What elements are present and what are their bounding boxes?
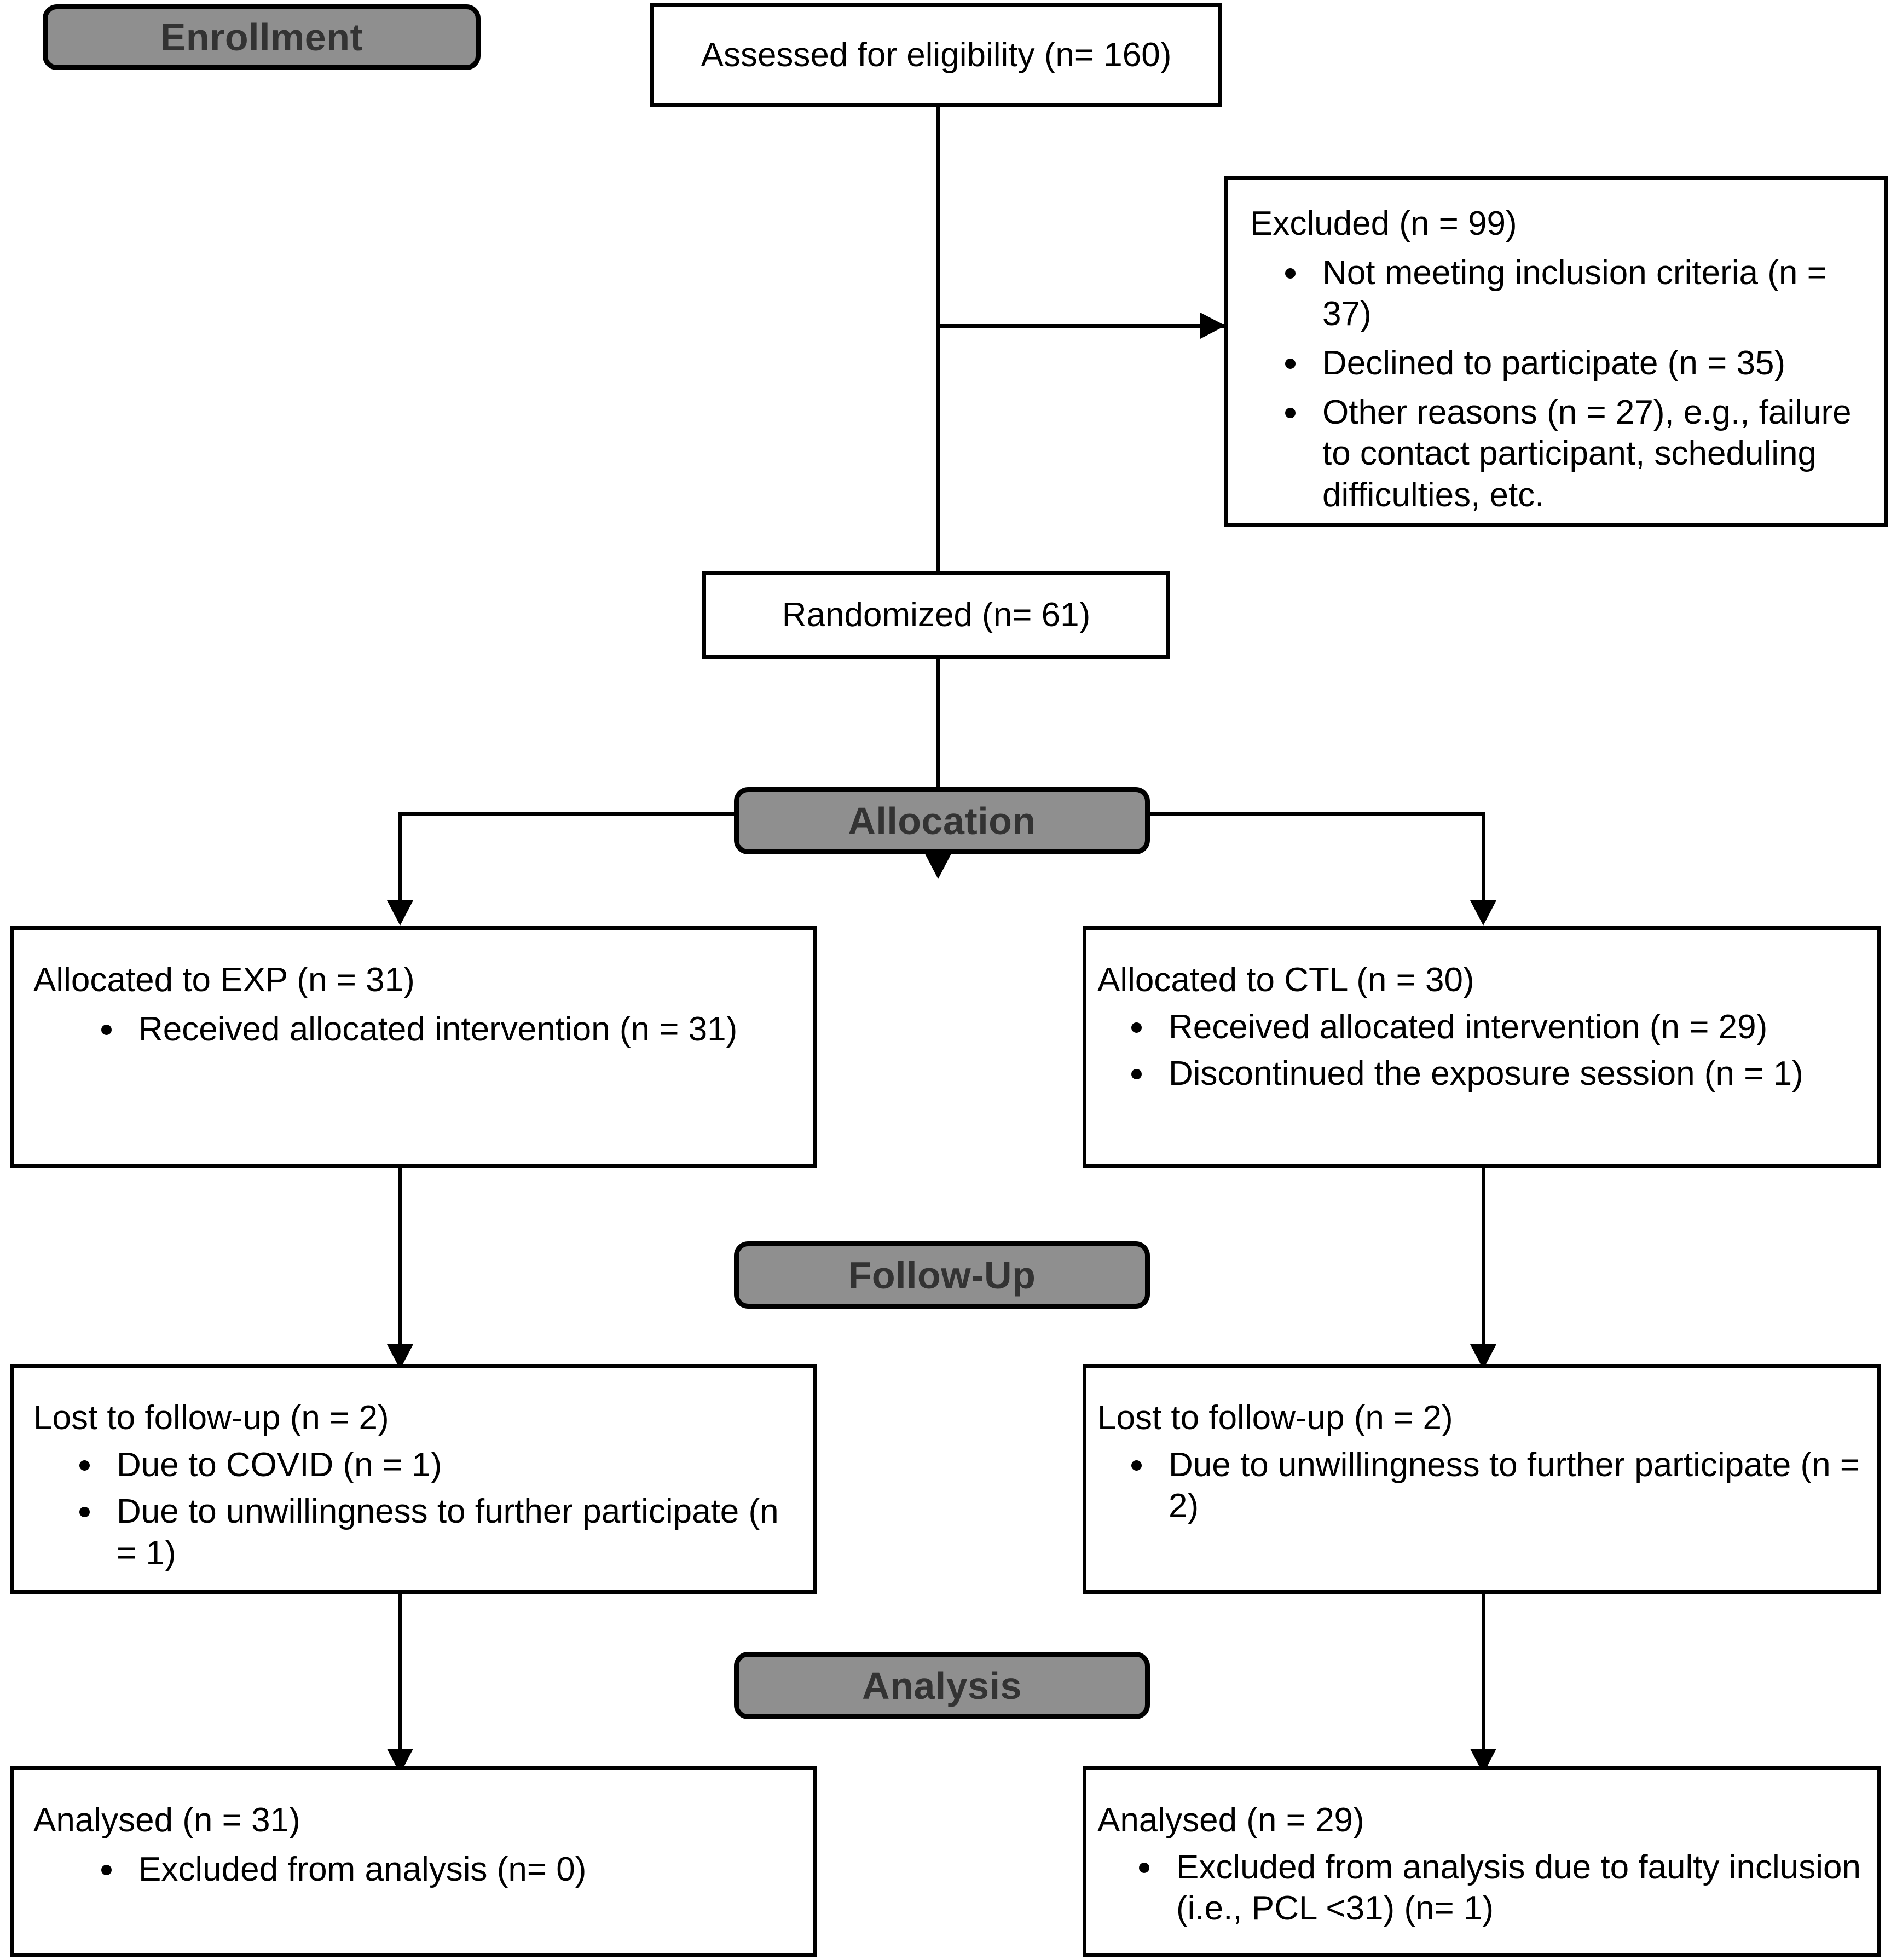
analysed-exp-list: Excluded from analysis (n= 0) (33, 1849, 793, 1890)
list-item: Due to unwillingness to further particip… (76, 1491, 793, 1574)
connector-ctl-to-analysis (1482, 1594, 1485, 1769)
box-lost-followup-ctl: Lost to follow-up (n = 2) Due to unwilli… (1083, 1364, 1881, 1594)
arrowhead-to-allocated-right (1470, 900, 1496, 926)
analysed-ctl-header: Analysed (n = 29) (1097, 1801, 1364, 1839)
excluded-header: Excluded (n = 99) (1250, 205, 1517, 242)
list-item: Received allocated intervention (n = 29) (1128, 1007, 1866, 1048)
list-item: Due to unwillingness to further particip… (1128, 1444, 1866, 1527)
arrowhead-to-allocated-left (387, 900, 413, 926)
phase-banner-enrollment: Enrollment (43, 4, 481, 70)
assessed-label: Assessed for eligibility (n= 160) (701, 36, 1172, 74)
arrowhead-to-allocation (925, 854, 951, 879)
connector-allocation-drop-right (1482, 812, 1485, 916)
list-item: Discontinued the exposure session (n = 1… (1128, 1053, 1866, 1095)
connector-trunk-to-excluded (936, 324, 1227, 328)
phase-banner-follow-up: Follow-Up (734, 1241, 1150, 1309)
lost-followup-exp-list: Due to COVID (n = 1) Due to unwillingnes… (33, 1444, 793, 1574)
phase-banner-analysis: Analysis (734, 1652, 1150, 1719)
connector-ctl-to-followup (1482, 1168, 1485, 1365)
randomized-label: Randomized (n= 61) (782, 596, 1091, 634)
allocated-ctl-header: Allocated to CTL (n = 30) (1097, 961, 1474, 999)
list-item: Other reasons (n = 27), e.g., failure to… (1282, 392, 1862, 516)
list-item: Not meeting inclusion criteria (n = 37) (1282, 252, 1862, 335)
phase-banner-analysis-label: Analysis (862, 1664, 1022, 1707)
connector-assessed-to-randomized (936, 107, 940, 574)
allocated-exp-header: Allocated to EXP (n = 31) (33, 961, 415, 999)
box-assessed-for-eligibility: Assessed for eligibility (n= 160) (650, 3, 1222, 107)
connector-randomized-to-allocation (936, 659, 940, 872)
list-item: Due to COVID (n = 1) (76, 1444, 793, 1486)
lost-followup-ctl-list: Due to unwillingness to further particip… (1097, 1444, 1866, 1527)
excluded-reason-list: Not meeting inclusion criteria (n = 37) … (1250, 252, 1862, 516)
arrowhead-to-excluded (1200, 313, 1225, 339)
phase-banner-allocation: Allocation (734, 787, 1150, 854)
connector-allocation-spine-left (398, 812, 738, 816)
lost-followup-ctl-header: Lost to follow-up (n = 2) (1097, 1399, 1453, 1437)
connector-exp-to-analysis (398, 1594, 402, 1769)
list-item: Declined to participate (n = 35) (1282, 343, 1862, 384)
box-allocated-exp: Allocated to EXP (n = 31) Received alloc… (10, 926, 817, 1168)
phase-banner-enrollment-label: Enrollment (160, 16, 363, 59)
list-item: Excluded from analysis due to faulty inc… (1136, 1847, 1866, 1929)
phase-banner-allocation-label: Allocation (848, 799, 1036, 842)
box-analysed-ctl: Analysed (n = 29) Excluded from analysis… (1083, 1766, 1881, 1957)
box-excluded: Excluded (n = 99) Not meeting inclusion … (1224, 176, 1888, 527)
box-lost-followup-exp: Lost to follow-up (n = 2) Due to COVID (… (10, 1364, 817, 1594)
connector-allocation-drop-left (398, 812, 402, 916)
box-analysed-exp: Analysed (n = 31) Excluded from analysis… (10, 1766, 817, 1957)
allocated-exp-list: Received allocated intervention (n = 31) (33, 1009, 793, 1050)
lost-followup-exp-header: Lost to follow-up (n = 2) (33, 1399, 389, 1437)
allocated-ctl-list: Received allocated intervention (n = 29)… (1097, 1007, 1866, 1095)
connector-allocation-spine-right (1146, 812, 1485, 816)
analysed-ctl-list: Excluded from analysis due to faulty inc… (1097, 1847, 1866, 1929)
list-item: Received allocated intervention (n = 31) (98, 1009, 793, 1050)
list-item: Excluded from analysis (n= 0) (98, 1849, 793, 1890)
connector-exp-to-followup (398, 1168, 402, 1365)
box-allocated-ctl: Allocated to CTL (n = 30) Received alloc… (1083, 926, 1881, 1168)
box-randomized: Randomized (n= 61) (702, 571, 1170, 659)
phase-banner-follow-up-label: Follow-Up (848, 1253, 1036, 1297)
analysed-exp-header: Analysed (n = 31) (33, 1801, 300, 1839)
